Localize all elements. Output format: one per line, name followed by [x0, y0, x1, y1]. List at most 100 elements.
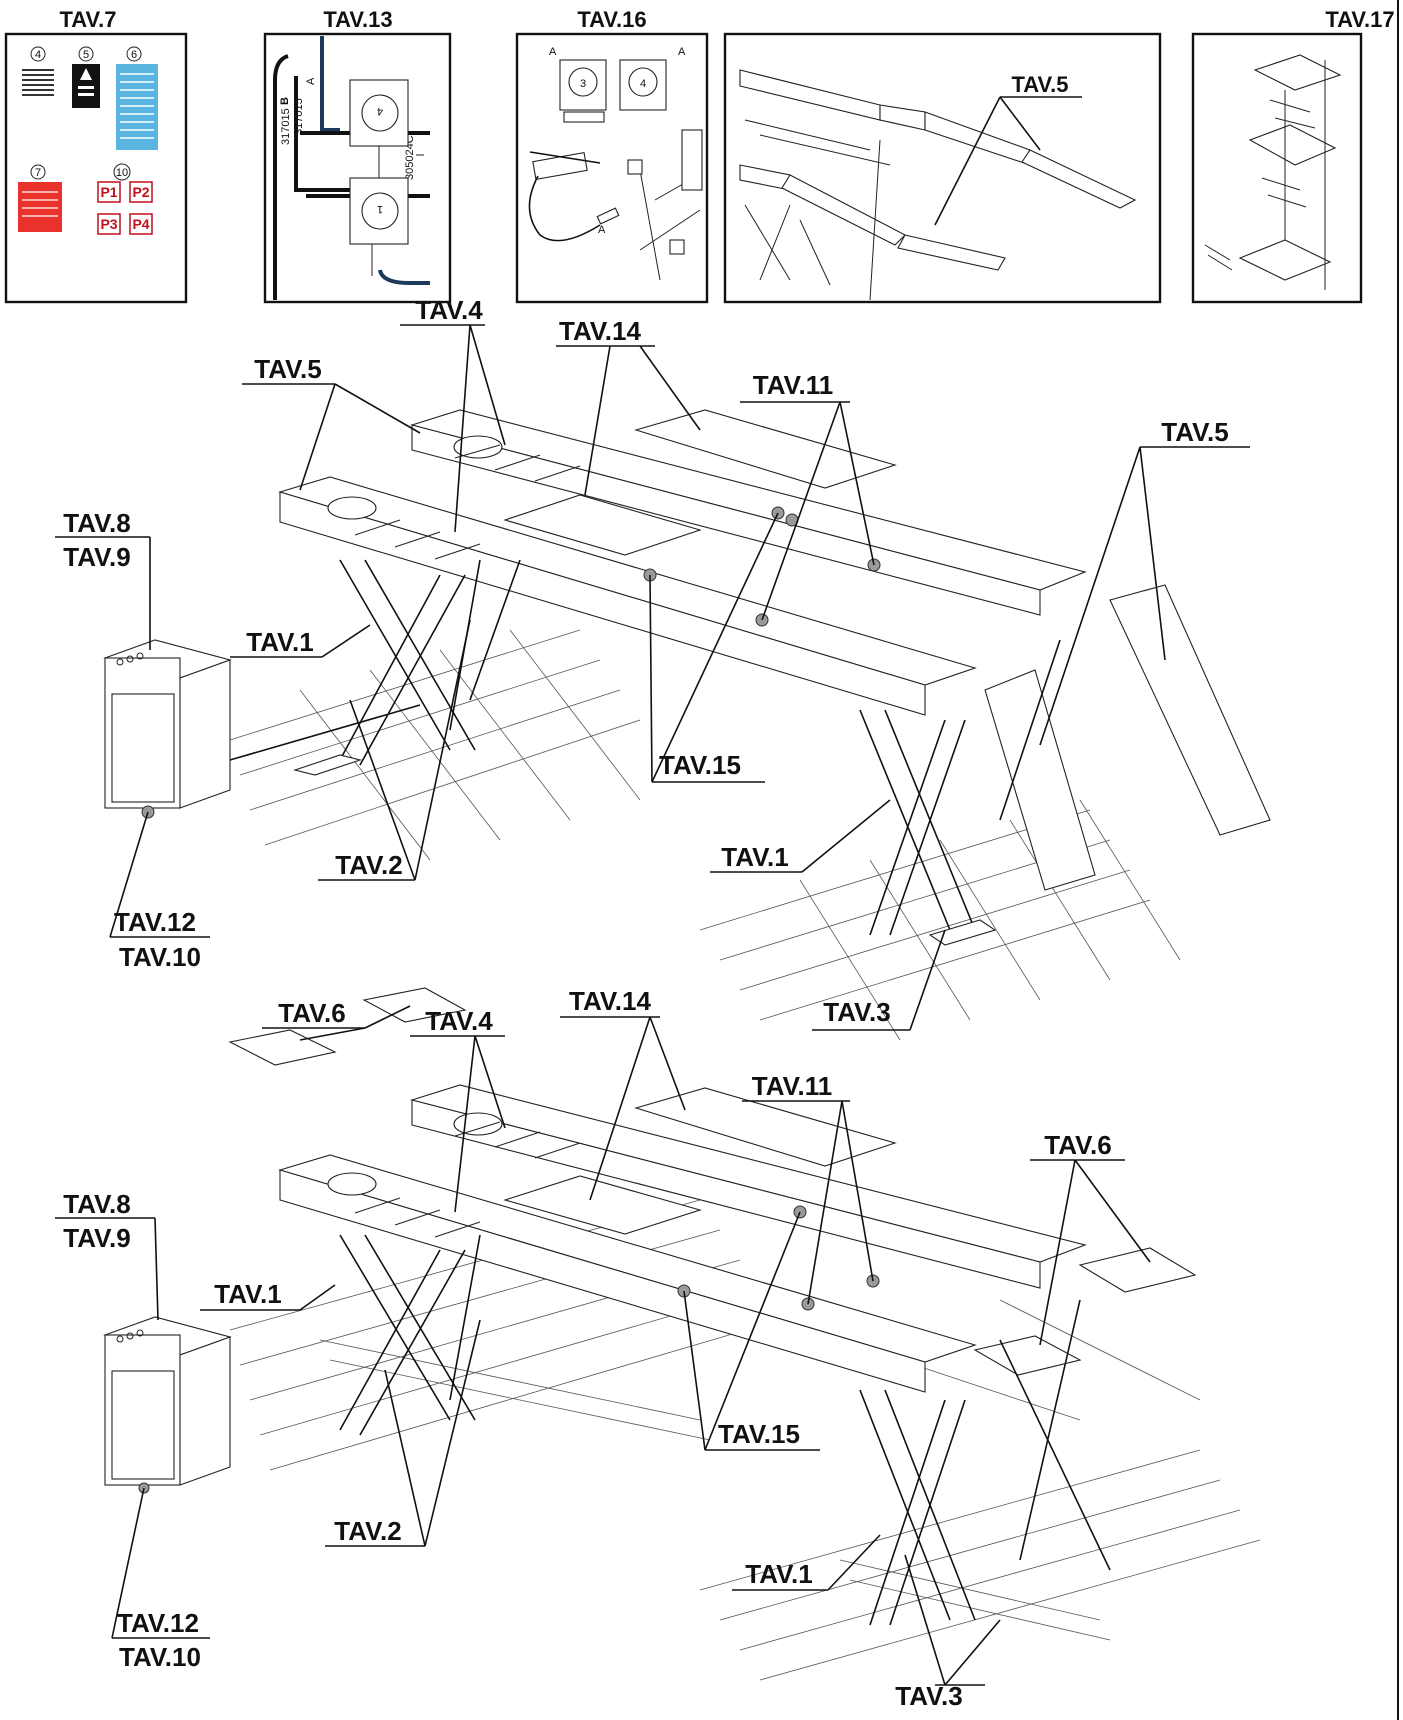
lift-detail: [627, 129, 703, 281]
svg-text:P1: P1: [100, 184, 117, 200]
part-number-2: 317015: [293, 98, 305, 135]
decal-warning-black: [72, 64, 100, 108]
valve-block-top: 4: [349, 79, 409, 147]
label-lower-tav2: TAV.2: [334, 1516, 401, 1546]
valve-block-bottom: 1: [349, 177, 409, 245]
extension-plate-rear-right: [1078, 1247, 1197, 1293]
hand-pump: [528, 151, 620, 242]
label-lower-tav12: TAV.12: [117, 1608, 199, 1638]
label-upper-tav10: TAV.10: [119, 942, 201, 972]
hose-label-a: A: [305, 77, 317, 85]
base-plate: [928, 919, 997, 946]
svg-text:4: 4: [377, 105, 383, 117]
label-upper-tav2: TAV.2: [335, 850, 402, 880]
thumbnail-title-tav16: TAV.16: [577, 7, 646, 32]
base-plate: [293, 754, 362, 776]
label-lower-tav6-left: TAV.6: [278, 998, 345, 1028]
svg-text:3: 3: [580, 78, 586, 90]
front-runway-side: [279, 491, 926, 716]
decal-blue-instructions: [116, 64, 158, 150]
svg-text:1: 1: [377, 203, 383, 215]
svg-text:10: 10: [116, 167, 128, 179]
label-lower-tav11: TAV.11: [752, 1071, 832, 1101]
label-lower-tav9: TAV.9: [63, 1223, 130, 1253]
lift-lower-assembly: TAV.14 TAV.6 TAV.4 TAV.11 TAV.6 TAV.8 TA…: [55, 986, 1261, 1711]
jacking-beam-rear: [634, 1087, 897, 1167]
svg-text:P2: P2: [132, 184, 149, 200]
label-lower-tav14: TAV.14: [569, 986, 651, 1016]
label-upper-tav4: TAV.4: [415, 295, 483, 325]
svg-text:4: 4: [640, 78, 646, 90]
ramp-front-right: [984, 669, 1096, 891]
label-upper-tav12: TAV.12: [114, 907, 196, 937]
label-lower-tav15: TAV.15: [718, 1419, 800, 1449]
thumbnail-title-tav5: TAV.5: [1011, 72, 1068, 97]
svg-text:5: 5: [83, 49, 89, 61]
floor-cable: [229, 704, 421, 761]
thumbnail-title-tav17: TAV.17: [1325, 7, 1394, 32]
svg-text:6: 6: [131, 49, 137, 61]
label-lower-tav1-left: TAV.1: [214, 1279, 281, 1309]
svg-text:P4: P4: [132, 216, 149, 232]
arrow-label-a: A: [549, 46, 557, 58]
label-lower-tav4: TAV.4: [425, 1006, 493, 1036]
thumbnail-tav16[interactable]: TAV.16 3 4 A A A: [515, 7, 709, 304]
label-upper-tav5-left: TAV.5: [254, 354, 321, 384]
leader-line: [999, 96, 1041, 151]
badge-p4: P4: [129, 213, 153, 235]
jacking-beam-front: [503, 494, 702, 556]
label-lower-tav3: TAV.3: [895, 1681, 962, 1711]
turntable-front: [327, 1172, 377, 1196]
label-upper-tav3: TAV.3: [823, 997, 890, 1027]
thumbnail-frame: [723, 32, 1162, 304]
part-number-1: 317015: [280, 108, 292, 145]
front-runway-side: [279, 1169, 926, 1393]
control-console-upper: [103, 639, 232, 809]
thumbnail-title-tav7: TAV.7: [59, 7, 116, 32]
label-circle-7: 7: [30, 164, 46, 180]
turntable-front: [327, 496, 377, 520]
turntable-rear: [453, 435, 503, 459]
label-lower-tav1-right: TAV.1: [745, 1559, 812, 1589]
arrow-label-a: A: [678, 46, 686, 58]
label-circle-5: 5: [78, 46, 94, 62]
decal-text-lines: [22, 69, 54, 96]
hose-label-b: B: [279, 97, 291, 105]
svg-text:7: 7: [35, 167, 41, 179]
label-upper-tav1-left: TAV.1: [246, 627, 313, 657]
turntable-exploded-view: [1204, 54, 1342, 290]
label-circle-4: 4: [30, 46, 46, 62]
lift-upper-assembly: TAV.4 TAV.14 TAV.5 TAV.11 TAV.5 TAV.8 TA…: [55, 295, 1271, 1041]
svg-text:P3: P3: [100, 216, 117, 232]
label-upper-tav5-right: TAV.5: [1161, 417, 1228, 447]
label-upper-tav11: TAV.11: [753, 370, 833, 400]
thumbnail-tav7[interactable]: TAV.7 4 5 6: [4, 7, 188, 304]
thumbnail-tav17[interactable]: TAV.17: [1191, 7, 1395, 304]
thumbnail-tav13[interactable]: TAV.13 A B 317015 317015 305024C 4 1: [263, 7, 452, 304]
label-upper-tav1-right: TAV.1: [721, 842, 788, 872]
thumbnail-title-tav13: TAV.13: [323, 7, 392, 32]
control-console-lower: [103, 1316, 232, 1486]
svg-text:4: 4: [35, 49, 41, 61]
extension-plate-rear-left: [228, 1029, 337, 1066]
front-runway-top: [278, 1154, 977, 1363]
rear-runway-side: [411, 424, 1041, 616]
label-upper-tav8: TAV.8: [63, 508, 130, 538]
jacking-beam-rear: [634, 409, 897, 489]
label-upper-tav9: TAV.9: [63, 542, 130, 572]
label-upper-tav14: TAV.14: [559, 316, 641, 346]
label-lower-tav10: TAV.10: [119, 1642, 201, 1672]
front-runway-top: [278, 476, 977, 686]
pump-unit-left: 3: [559, 59, 607, 123]
ramp-platform-detail: [739, 69, 1137, 301]
leader-line: [934, 96, 1001, 226]
pump-unit-right: 4: [619, 59, 667, 111]
decal-red-warning: [18, 182, 62, 232]
thumbnail-tav5-ramps[interactable]: TAV.5: [723, 32, 1162, 304]
badge-p1: P1: [97, 181, 121, 203]
label-lower-tav6-right: TAV.6: [1044, 1130, 1111, 1160]
ramp-rear-right: [1109, 584, 1271, 836]
arrow-label-a: A: [598, 224, 606, 236]
thumbnail-frame: [263, 32, 452, 304]
